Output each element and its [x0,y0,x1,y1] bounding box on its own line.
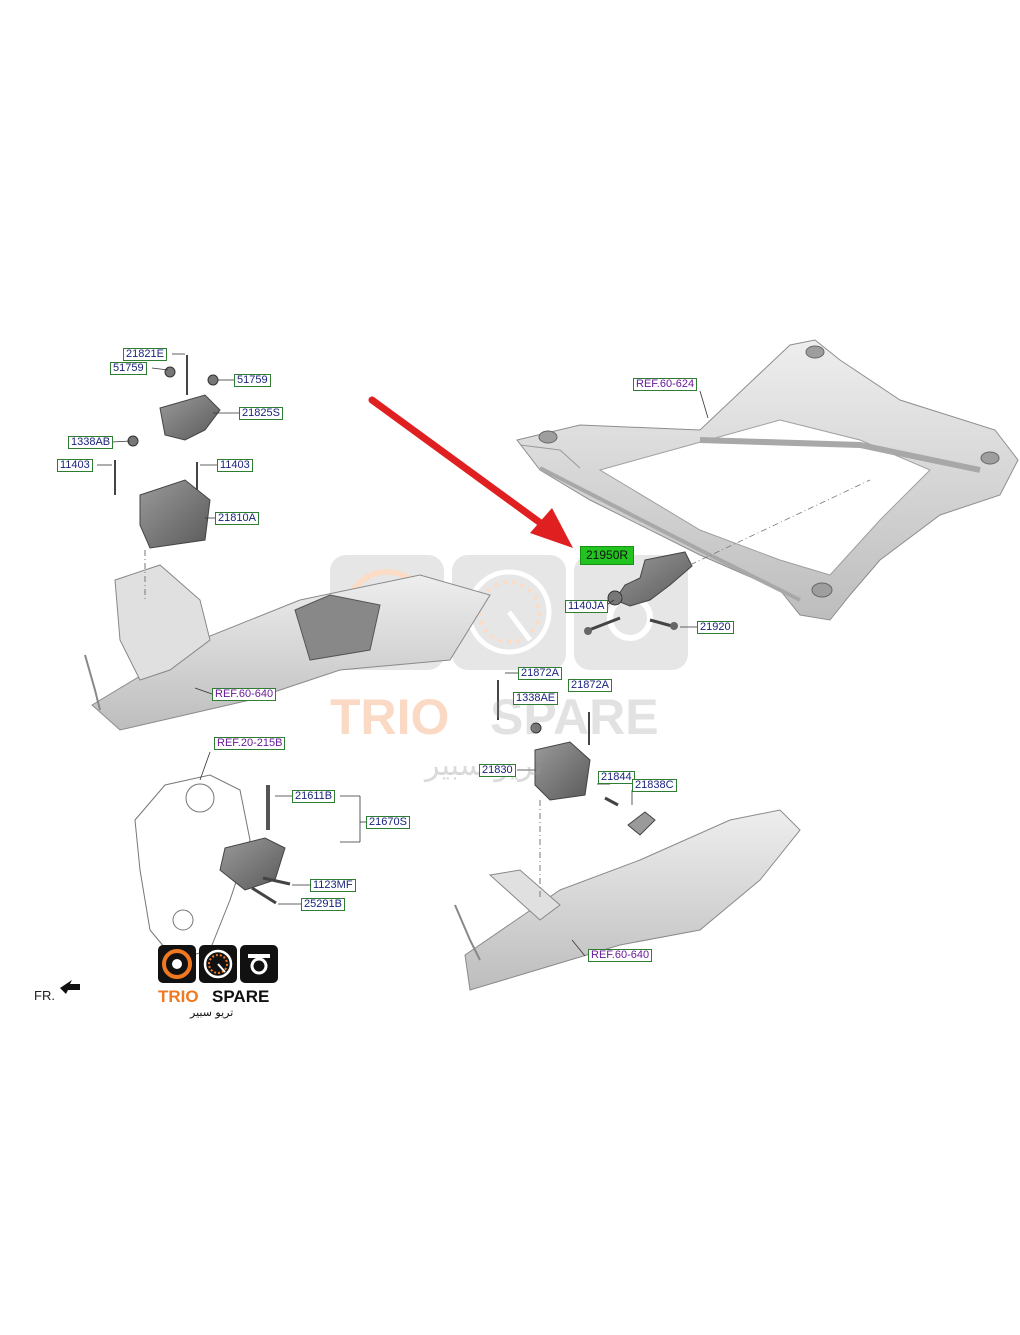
reference-label-60-624[interactable]: REF.60-624 [633,378,698,391]
part-label-51759[interactable]: 51759 [110,362,147,375]
timing-cover [134,774,251,961]
left-mount-bracket [114,355,221,600]
brand-logo-icons [158,945,278,983]
front-direction-label: FR. [34,988,55,1003]
part-label-1338ae[interactable]: 1338AE [513,692,559,705]
part-label-11403[interactable]: 11403 [217,459,253,472]
left-side-member [84,564,491,731]
part-label-21838c[interactable]: 21838C [632,779,677,792]
right-mount-bracket [497,680,656,900]
part-label-25291b[interactable]: 25291B [301,898,345,911]
part-label-21950r-highlighted[interactable]: 21950R [580,546,635,565]
front-arrow-icon [60,980,80,994]
part-label-21872a[interactable]: 21872A [568,679,612,692]
part-label-21872a[interactable]: 21872A [518,667,562,680]
logo-brand-arabic: تريو سبير [190,1006,234,1019]
reference-label-60-640[interactable]: REF.60-640 [212,688,277,701]
logo-brand-trio: TRIO [158,987,199,1006]
part-label-21810a[interactable]: 21810A [215,512,259,525]
part-label-1123mf[interactable]: 1123MF [310,879,356,892]
part-label-1140ja[interactable]: 1140JA [565,600,608,613]
engine-mount-bracket [219,785,291,905]
part-label-11403[interactable]: 11403 [57,459,93,472]
red-pointer-arrow [368,396,573,548]
logo-brand-spare: SPARE [212,987,270,1006]
part-label-21825s[interactable]: 21825S [239,407,283,420]
part-label-21821e[interactable]: 21821E [123,348,167,361]
reference-label-20-215b[interactable]: REF.20-215B [214,737,286,750]
part-label-21611b[interactable]: 21611B [292,790,336,803]
part-label-21830[interactable]: 21830 [479,764,516,777]
part-label-51759[interactable]: 51759 [234,374,271,387]
right-side-member [454,809,801,991]
part-label-21670s[interactable]: 21670S [366,816,410,829]
part-label-21844[interactable]: 21844 [598,771,635,784]
part-label-1338ab[interactable]: 1338AB [68,436,114,449]
subframe [516,339,1019,621]
reference-label-60-640[interactable]: REF.60-640 [588,949,653,962]
leader-lines [97,353,709,957]
watermark-brand-trio: TRIO [330,689,450,745]
part-label-21920[interactable]: 21920 [697,621,734,634]
